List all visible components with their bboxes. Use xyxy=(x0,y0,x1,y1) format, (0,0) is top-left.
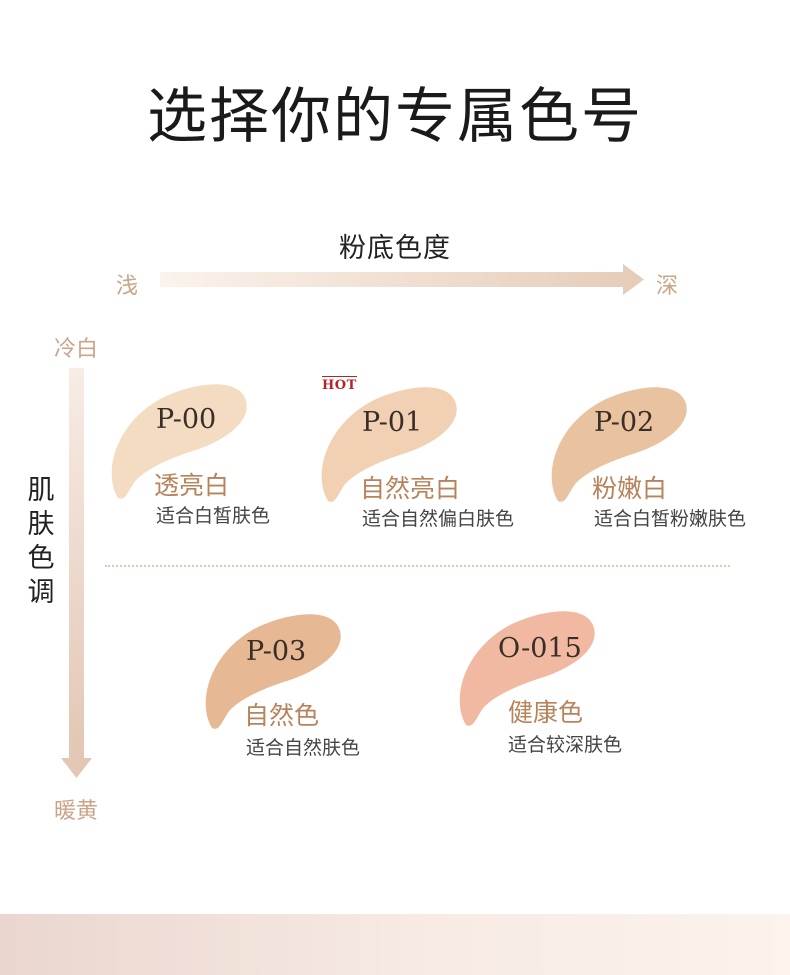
swatch-o015 xyxy=(459,611,595,726)
horizontal-axis-label: 粉底色度 xyxy=(339,233,451,264)
vertical-axis-label: 肌肤色调 xyxy=(27,475,55,608)
shade-card-p01[interactable]: P-01 自然亮白 适合自然偏白肤色 xyxy=(318,383,548,533)
shade-code: P-00 xyxy=(156,404,217,435)
shade-code: P-02 xyxy=(594,407,655,438)
row-divider xyxy=(105,565,730,567)
shade-name: 自然亮白 xyxy=(360,474,461,503)
horizontal-arrow-icon xyxy=(160,264,644,295)
shade-name: 自然色 xyxy=(244,701,320,730)
vertical-axis-end: 暖黄 xyxy=(54,799,99,824)
bottom-band xyxy=(0,914,790,975)
page-title: 选择你的专属色号 xyxy=(147,82,643,152)
shade-desc: 适合白皙肤色 xyxy=(156,505,271,527)
hot-badge: HOT xyxy=(322,376,357,393)
shade-desc: 适合自然偏白肤色 xyxy=(362,508,515,530)
vertical-arrow-icon xyxy=(61,368,92,778)
shade-code: O-015 xyxy=(498,633,582,664)
shade-desc: 适合较深肤色 xyxy=(508,734,623,756)
swatch-p03 xyxy=(205,614,341,729)
shade-desc: 适合自然肤色 xyxy=(246,737,361,759)
shade-desc: 适合白皙粉嫩肤色 xyxy=(594,508,747,530)
shade-code: P-01 xyxy=(362,407,423,438)
swatch-p02 xyxy=(551,387,687,502)
swatch-p01 xyxy=(321,387,457,502)
vertical-axis-start: 冷白 xyxy=(54,337,99,362)
shade-name: 粉嫩白 xyxy=(592,474,668,503)
shade-card-p00[interactable]: P-00 透亮白 适合白皙肤色 xyxy=(108,380,328,530)
swatch-p00 xyxy=(111,384,247,499)
shade-name: 透亮白 xyxy=(154,471,230,500)
shade-code: P-03 xyxy=(246,636,307,667)
horizontal-axis-end: 深 xyxy=(656,274,679,299)
shade-card-o015[interactable]: O-015 健康色 适合较深肤色 xyxy=(456,607,676,757)
shade-name: 健康色 xyxy=(508,698,584,727)
shade-card-p02[interactable]: P-02 粉嫩白 适合白皙粉嫩肤色 xyxy=(548,383,783,533)
horizontal-axis-start: 浅 xyxy=(116,274,139,299)
shade-card-p03[interactable]: P-03 自然色 适合自然肤色 xyxy=(202,610,422,760)
